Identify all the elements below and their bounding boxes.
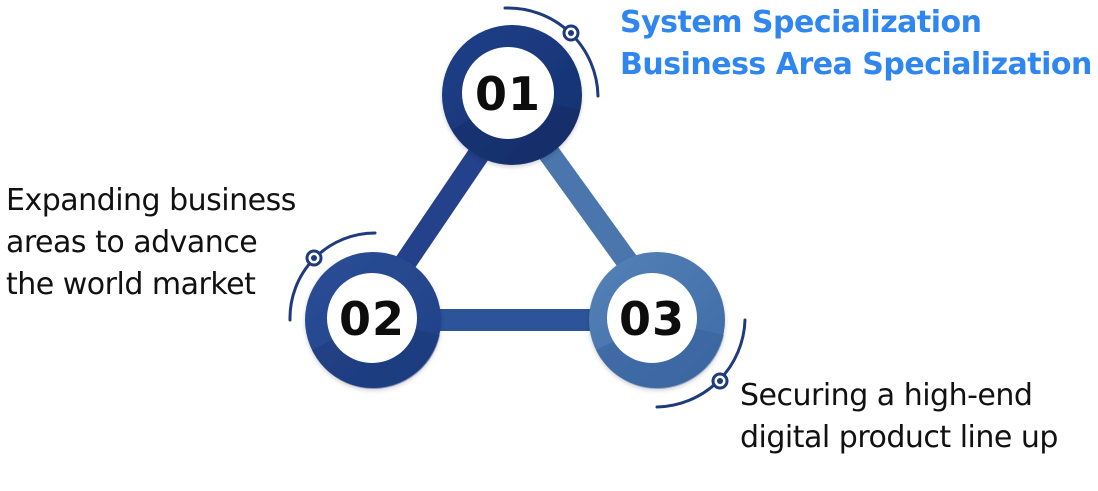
caption-03-line-2: digital product line up bbox=[740, 420, 1058, 455]
node-03: 03 bbox=[589, 252, 725, 389]
caption-02-line-2: areas to advance bbox=[6, 225, 258, 260]
arc-dot-02-core bbox=[311, 255, 317, 261]
arc-dot-03-core bbox=[717, 378, 723, 384]
node-02-number: 02 bbox=[339, 292, 405, 346]
caption-02-line-3: the world market bbox=[6, 267, 256, 302]
node-01-face bbox=[462, 47, 554, 139]
caption-03-line-1: Securing a high-end bbox=[740, 378, 1033, 413]
node-03-number: 03 bbox=[619, 292, 685, 346]
node-03-face bbox=[607, 273, 697, 363]
decorative-arcs bbox=[288, 6, 747, 409]
caption-01-line-1: System Specialization bbox=[620, 5, 982, 40]
caption-01-line-2: Business Area Specialization bbox=[620, 47, 1092, 82]
caption-02: Expanding business areas to advance the … bbox=[6, 180, 296, 306]
node-02-face bbox=[327, 273, 417, 363]
node-01: 01 bbox=[442, 25, 582, 165]
caption-01: System Specialization Business Area Spec… bbox=[620, 2, 1092, 86]
arc-dot-01-core bbox=[568, 30, 574, 36]
node-01-number: 01 bbox=[475, 67, 541, 121]
caption-02-line-1: Expanding business bbox=[6, 183, 296, 218]
node-02: 02 bbox=[305, 252, 441, 389]
caption-03: Securing a high-end digital product line… bbox=[740, 375, 1058, 459]
